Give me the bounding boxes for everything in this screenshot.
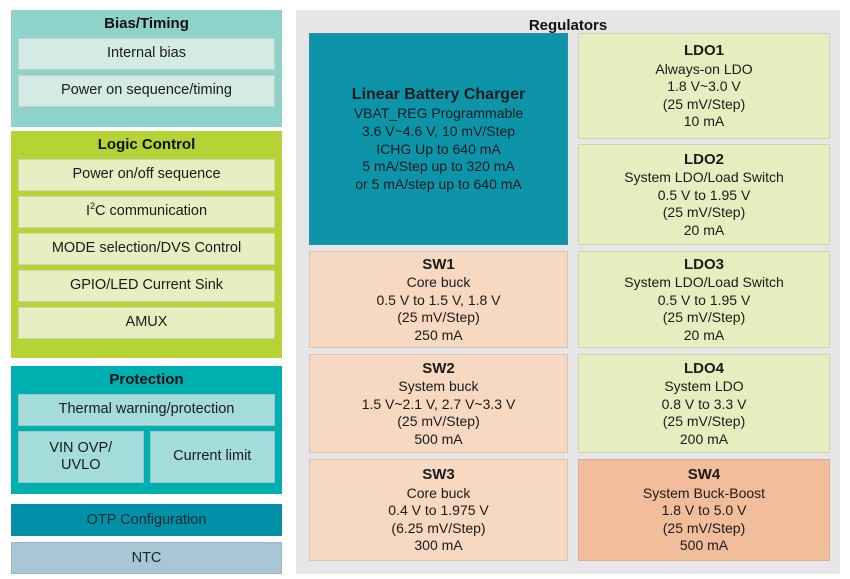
cell-title-sw1: SW1 xyxy=(422,255,455,273)
cell-sw4[interactable]: SW4 System Buck-Boost 1.8 V to 5.0 V (25… xyxy=(578,459,830,561)
cell-ldo3[interactable]: LDO3 System LDO/Load Switch 0.5 V to 1.9… xyxy=(578,251,830,348)
cell-line: 0.5 V to 1.95 V xyxy=(657,186,751,203)
cell-line: System buck xyxy=(398,378,479,394)
cell-line: (25 mV/Step) xyxy=(662,95,746,112)
chip-mode-selection-dvs-control[interactable]: MODE selection/DVS Control xyxy=(18,233,275,265)
cell-line: 5 mA/Step up to 320 mA xyxy=(362,158,515,175)
chip-otp-configuration[interactable]: OTP Configuration xyxy=(11,504,282,536)
cell-ldo1[interactable]: LDO1 Always-on LDO 1.8 V~3.0 V (25 mV/St… xyxy=(578,33,830,139)
chip-current-limit[interactable]: Current limit xyxy=(149,431,275,483)
cell-line: or 5 mA/step up to 640 mA xyxy=(355,175,522,192)
cell-line: 300 mA xyxy=(414,537,463,554)
group-protection: Protection Thermal warning/protection VI… xyxy=(11,366,282,494)
cell-sw1[interactable]: SW1 Core buck 0.5 V to 1.5 V, 1.8 V (25 … xyxy=(309,251,568,348)
chip-i2c-communication[interactable]: I2C communication xyxy=(18,196,275,228)
cell-line: Always-on LDO xyxy=(655,60,753,77)
group-title-logic-control: Logic Control xyxy=(97,136,196,153)
cell-line: VBAT_REG Programmable xyxy=(353,105,524,122)
cell-title-ldo2: LDO2 xyxy=(683,150,724,168)
cell-line: 1.8 V~3.0 V xyxy=(667,78,741,95)
cell-ldo4[interactable]: LDO4 System LDO 0.8 V to 3.3 V (25 mV/St… xyxy=(578,354,830,453)
chip-gpio-led-current-sink[interactable]: GPIO/LED Current Sink xyxy=(18,270,275,302)
regulators-title: Regulators xyxy=(528,17,608,34)
cell-line: Core buck xyxy=(406,274,471,290)
group-title-protection: Protection xyxy=(109,371,184,388)
cell-line: 0.5 V to 1.95 V xyxy=(657,291,751,308)
cell-line: System LDO/Load Switch xyxy=(624,169,784,185)
cell-line: System Buck-Boost xyxy=(642,484,766,501)
chip-internal-bias[interactable]: Internal bias xyxy=(18,38,275,70)
cell-title-sw4: SW4 xyxy=(687,466,721,483)
cell-line: 0.5 V to 1.5 V, 1.8 V xyxy=(376,291,501,308)
cell-line: 1.5 V~2.1 V, 2.7 V~3.3 V xyxy=(361,395,516,412)
cell-title-sw2: SW2 xyxy=(422,359,455,377)
cell-title-sw3: SW3 xyxy=(422,466,455,483)
group-logic-control: Logic Control Power on/off sequence I2C … xyxy=(11,131,282,358)
cell-line: System LDO xyxy=(664,378,744,394)
cell-line: Core buck xyxy=(406,484,471,501)
chip-power-on-off-sequence[interactable]: Power on/off sequence xyxy=(18,159,275,191)
cell-line: (6.25 mV/Step) xyxy=(391,519,486,536)
cell-line: System LDO/Load Switch xyxy=(624,274,784,290)
cell-line: 3.6 V~4.6 V, 10 mV/Step xyxy=(361,122,516,139)
cell-line: 20 mA xyxy=(683,221,725,238)
cell-title-ldo1: LDO1 xyxy=(683,42,724,59)
chip-i2c-label: I2C communication xyxy=(85,201,208,220)
cell-line: (25 mV/Step) xyxy=(662,519,746,536)
cell-line: 20 mA xyxy=(683,326,725,343)
cell-linear-battery-charger[interactable]: Linear Battery Charger VBAT_REG Programm… xyxy=(309,33,568,245)
cell-line: (25 mV/Step) xyxy=(662,309,746,326)
cell-line: ICHG Up to 640 mA xyxy=(376,140,501,157)
cell-sw2[interactable]: SW2 System buck 1.5 V~2.1 V, 2.7 V~3.3 V… xyxy=(309,354,568,453)
cell-sw3[interactable]: SW3 Core buck 0.4 V to 1.975 V (6.25 mV/… xyxy=(309,459,568,561)
cell-title-linear-battery-charger: Linear Battery Charger xyxy=(351,85,526,103)
group-title-bias-timing: Bias/Timing xyxy=(104,15,189,32)
protection-bottom-row: VIN OVP/ UVLO Current limit xyxy=(18,431,275,483)
chip-amux[interactable]: AMUX xyxy=(18,307,275,339)
cell-line: 1.8 V to 5.0 V xyxy=(661,502,747,519)
cell-title-ldo4: LDO4 xyxy=(683,359,724,377)
chip-ntc[interactable]: NTC xyxy=(11,542,282,574)
cell-line: 500 mA xyxy=(414,430,463,447)
cell-line: 250 mA xyxy=(414,326,463,343)
cell-line: 0.4 V to 1.975 V xyxy=(388,502,489,519)
group-bias-timing: Bias/Timing Internal bias Power on seque… xyxy=(11,10,282,127)
chip-vin-ovp-uvlo[interactable]: VIN OVP/ UVLO xyxy=(18,431,144,483)
cell-line: 200 mA xyxy=(679,430,729,447)
cell-line: (25 mV/Step) xyxy=(662,413,746,430)
cell-line: 500 mA xyxy=(679,537,729,554)
cell-line: (25 mV/Step) xyxy=(662,204,746,221)
cell-line: 10 mA xyxy=(683,113,725,130)
cell-line: 0.8 V to 3.3 V xyxy=(661,395,747,412)
cell-ldo2[interactable]: LDO2 System LDO/Load Switch 0.5 V to 1.9… xyxy=(578,144,830,245)
chip-thermal-warning-protection[interactable]: Thermal warning/protection xyxy=(18,394,275,426)
cell-line: (25 mV/Step) xyxy=(397,309,480,326)
cell-title-ldo3: LDO3 xyxy=(683,255,724,273)
cell-line: (25 mV/Step) xyxy=(397,413,480,430)
chip-power-on-sequence-timing[interactable]: Power on sequence/timing xyxy=(18,75,275,107)
